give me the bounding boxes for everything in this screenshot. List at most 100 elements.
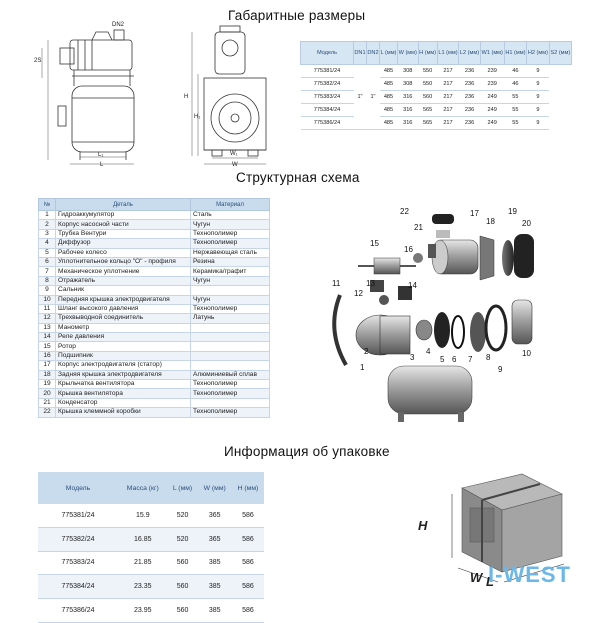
dimension-cell: 550 — [418, 77, 438, 91]
packaging-value-cell: 586 — [231, 527, 264, 552]
part-name-cell: Передняя крышка электродвигателя — [55, 294, 191, 305]
motor-part — [428, 214, 534, 281]
label-h: H — [184, 94, 188, 100]
part-name-cell: Задняя крышка электродвигателя — [55, 369, 191, 381]
callout-13: 13 — [366, 279, 375, 288]
part-number-cell: 20 — [38, 388, 56, 399]
dimensions-header-cell: L (мм) — [379, 41, 398, 65]
packaging-value-cell: 385 — [197, 598, 232, 623]
callout-18: 18 — [486, 217, 495, 226]
model-cell: 775381/24 — [38, 504, 118, 528]
part-material-cell: Латунь — [190, 313, 270, 324]
callout-12: 12 — [354, 289, 363, 298]
packaging-value-cell: 586 — [231, 551, 264, 576]
part-number-cell: 2 — [38, 219, 56, 230]
packaging-value-cell: 520 — [167, 527, 198, 552]
dimensions-header-cell: W1 (мм) — [479, 41, 505, 65]
packaging-value-cell: 365 — [197, 504, 232, 528]
label-l: L — [100, 162, 104, 168]
dimension-cell: 217 — [437, 116, 459, 130]
part-name-cell: Уплотнительное кольцо "О" - профиля — [55, 256, 191, 268]
callout-21: 21 — [414, 223, 423, 232]
part-name-cell: Крышка клеммной коробки — [55, 407, 191, 418]
part-number-cell: 7 — [38, 266, 56, 277]
part-name-cell: Подшипник — [55, 350, 191, 362]
part-name-cell: Диффузор — [55, 238, 191, 249]
dimension-cell: 249 — [480, 90, 505, 104]
part-name-cell: Механическое уплотнение — [55, 266, 191, 277]
part-name-cell: Гидроаккумулятор — [55, 209, 191, 221]
part-material-cell — [190, 360, 270, 371]
dimension-cell: 46 — [504, 77, 527, 91]
part-material-cell — [190, 332, 270, 343]
dimension-cell: 55 — [504, 90, 527, 104]
callout-2: 2 — [364, 347, 369, 356]
packaging-value-cell: 23.35 — [118, 574, 168, 600]
dimension-cell: 565 — [418, 116, 438, 130]
scheme-title: Структурная схема — [236, 170, 360, 185]
callout-3: 3 — [410, 353, 415, 362]
part-name-cell: Отражатель — [55, 275, 191, 287]
brand-logo: I-WEST — [488, 562, 571, 587]
callout-11: 11 — [332, 279, 341, 288]
callout-1: 1 — [360, 363, 365, 372]
dimensions-header-cell: H1 (мм) — [503, 41, 528, 65]
dimension-cell: 316 — [397, 103, 419, 117]
part-number-cell: 21 — [38, 397, 56, 409]
part-material-cell: Технополимер — [190, 407, 270, 418]
dimension-cell: 560 — [418, 90, 438, 104]
part-material-cell — [190, 322, 270, 334]
dn1-cell: 1" — [353, 64, 367, 130]
dimensions-header-cell: H2 (мм) — [526, 41, 550, 65]
dimension-cell: 485 — [379, 64, 398, 78]
part-name-cell: Корпус насосной части — [55, 219, 191, 230]
box-label-w: W — [470, 570, 484, 585]
part-name-cell: Рабочее колесо — [55, 247, 191, 258]
part-number-cell: 11 — [38, 303, 56, 315]
callout-20: 20 — [522, 219, 531, 228]
model-cell: 775384/24 — [38, 574, 118, 600]
parts-header-part: Деталь — [55, 198, 191, 211]
box-label-h: H — [418, 518, 428, 533]
model-cell: 775382/24 — [38, 527, 118, 552]
packaging-value-cell: 586 — [231, 504, 264, 528]
packaging-value-cell: 16.85 — [118, 527, 168, 552]
tank-part — [387, 365, 473, 422]
part-material-cell: Чугун — [190, 275, 270, 287]
packaging-value-cell: 385 — [197, 574, 232, 600]
dimension-cell: 249 — [480, 116, 505, 130]
part-material-cell: Технополимер — [190, 388, 270, 399]
part-number-cell: 9 — [38, 285, 56, 296]
label-dn2: DN2 — [112, 22, 125, 28]
packaging-value-cell: 560 — [167, 551, 198, 576]
model-cell: 775386/24 — [38, 598, 118, 623]
packaging-value-cell: 560 — [167, 598, 198, 623]
part-name-cell: Трехвыводной соединитель — [55, 313, 191, 324]
part-number-cell: 6 — [38, 256, 56, 268]
part-material-cell: Технополимер — [190, 303, 270, 315]
dimension-cell: 217 — [437, 77, 459, 91]
model-cell: 775381/24 — [300, 64, 354, 78]
part-number-cell: 14 — [38, 332, 56, 343]
dimension-cell: 316 — [397, 116, 419, 130]
dimension-cell: 217 — [437, 64, 459, 78]
label-h1: H₁ — [194, 114, 200, 120]
